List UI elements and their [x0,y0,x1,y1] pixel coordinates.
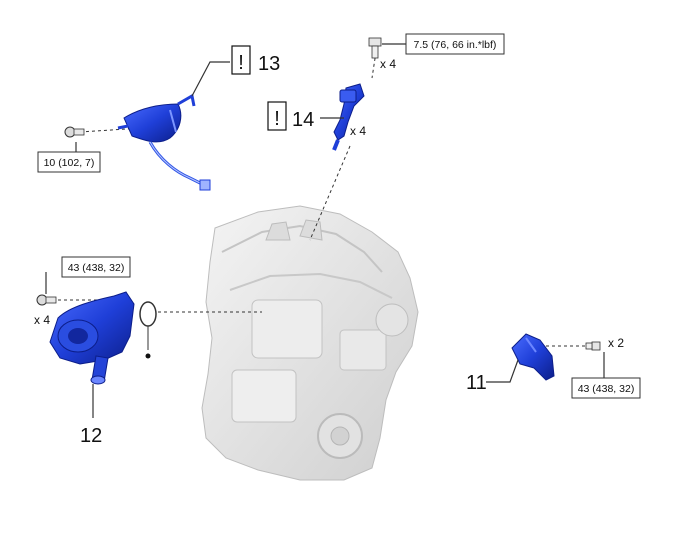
torque-value-harness: 10 (102, 7) [44,157,95,169]
engine-assembly [201,205,419,481]
torque-value-bracket: 43 (438, 32) [578,383,635,395]
caution-box-13 [231,45,251,75]
ignition-coil-part [332,83,365,151]
wire-harness-part [117,93,211,191]
caution-mark-14: ! [274,108,280,130]
coil-bolt [368,37,382,59]
bracket-bolt [585,341,601,351]
pump-bolt [36,294,57,306]
qty-bracket-bolt: x 2 [608,336,624,350]
torque-value-pump: 43 (438, 32) [68,262,125,274]
qty-coil: x 4 [350,124,366,138]
torque-box-harness: 10 (102, 7) [37,151,101,173]
callout-leaders [45,43,605,418]
part-label-11: 11 [466,372,487,394]
callout-13: ! 13 [231,45,280,75]
torque-box-pump: 43 (438, 32) [61,256,131,278]
caution-box-14 [267,101,287,131]
callout-14: ! 14 [267,101,314,131]
qty-pump-bolt: x 4 [34,313,50,327]
torque-value-coil: 7.5 (76, 66 in.*lbf) [414,39,497,51]
part-label-14: 14 [292,109,314,131]
water-pump-part [49,291,135,385]
part-label-12: 12 [80,425,102,447]
harness-bolt [64,126,85,138]
caution-mark-13: ! [238,52,244,74]
bracket-part [511,333,555,381]
pump-gasket [139,301,157,359]
torque-box-coil: 7.5 (76, 66 in.*lbf) [405,33,505,55]
part-label-13: 13 [258,53,280,75]
torque-box-bracket: 43 (438, 32) [571,377,641,399]
qty-coil-bolt: x 4 [380,57,396,71]
